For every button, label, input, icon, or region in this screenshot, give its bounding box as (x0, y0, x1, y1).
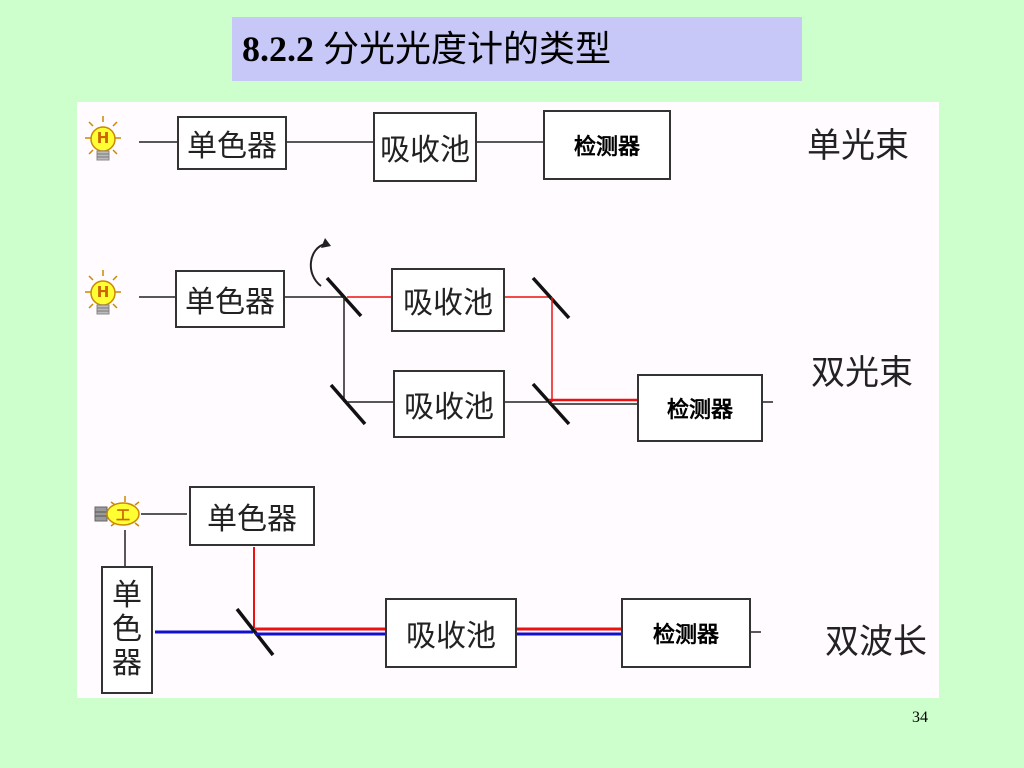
title-text: 分光光度计的类型 (323, 29, 612, 69)
dw-absorption-cell-box: 吸收池 (385, 598, 517, 668)
sb-detector-box: 检测器 (543, 110, 671, 180)
db-top-cell-box: 吸收池 (391, 268, 505, 332)
title-number: 8.2.2 (242, 29, 314, 69)
db-lamp-glyph: H (96, 283, 110, 301)
page-number: 34 (912, 709, 928, 726)
db-top-right-mirror (531, 276, 571, 320)
dw-vertical-monochromator-box: 单色器 (101, 566, 153, 694)
db-lamp-icon (85, 270, 121, 315)
db-monochromator-box: 单色器 (175, 270, 285, 328)
dw-top-monochromator-box: 单色器 (189, 486, 315, 546)
db-bottom-left-mirror (329, 383, 367, 426)
dw-label: 双波长 (825, 622, 927, 662)
beam-lines (85, 116, 773, 657)
dw-lamp-glyph: 工 (116, 508, 130, 524)
sb-monochromator-box: 单色器 (177, 116, 287, 170)
db-rotation-arrow (310, 243, 326, 287)
sb-absorption-cell-box: 吸收池 (373, 112, 477, 182)
dw-lamp-icon (94, 496, 140, 527)
sb-label: 单光束 (807, 126, 909, 166)
slide-title: 8.2.2 分光光度计的类型 (232, 17, 802, 81)
dw-vertical-monochromator-label: 单色器 (112, 578, 142, 681)
sb-lamp-icon (85, 116, 121, 161)
db-bottom-cell-box: 吸收池 (393, 370, 505, 438)
dw-combining-mirror (235, 607, 275, 657)
dw-detector-box: 检测器 (621, 598, 751, 668)
db-label: 双光束 (811, 353, 913, 393)
db-detector-box: 检测器 (637, 374, 763, 442)
diagram-panel: H H 工 单色器 吸收池 检测器 单光束 单色器 吸收池 吸收池 检测器 双光… (77, 102, 939, 698)
sb-lamp-glyph: H (96, 129, 110, 147)
db-rotation-arrowhead (321, 238, 331, 248)
